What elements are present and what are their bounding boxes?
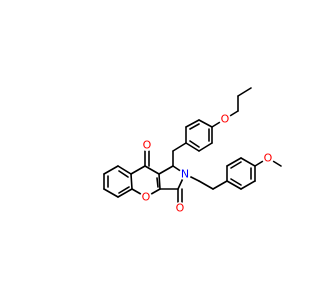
atom-o-lactam: O (174, 202, 186, 215)
atom-o-methoxy: O (262, 152, 274, 165)
molecule-structure: O O O N O O (103, 87, 282, 215)
atom-o-ketone-label: O (143, 139, 152, 152)
atom-o-ring-label: O (142, 191, 151, 204)
atom-o-lactam-label: O (176, 202, 185, 215)
bonds (103, 87, 282, 204)
atom-n-ring-label: N (181, 168, 189, 181)
atom-o-propoxy: O (219, 113, 231, 126)
atom-o-propoxy-label: O (221, 113, 230, 126)
atom-o-methoxy-label: O (264, 152, 273, 165)
atom-o-ketone: O (141, 139, 153, 152)
atom-o-ring: O (140, 191, 152, 204)
atom-labels: O O O N O O (140, 113, 274, 215)
atom-n-ring: N (179, 168, 191, 181)
